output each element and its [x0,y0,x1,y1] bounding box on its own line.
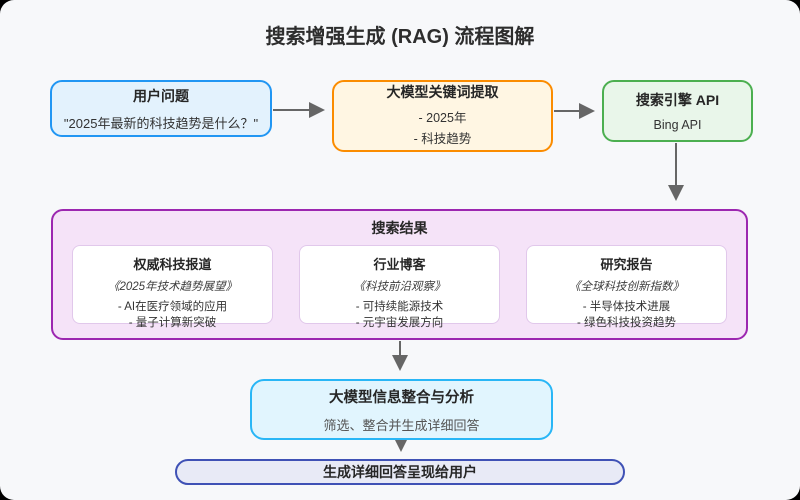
node-llm-integration-text: 筛选、整合并生成详细回答 [323,417,480,433]
node-keyword-extraction: 大模型关键词提取 - 2025年 - 科技趋势 [332,80,553,152]
result-card-item: - AI在医疗领域的应用 [117,301,228,313]
node-user-question: 用户问题 "2025年最新的科技趋势是什么？" [50,80,272,137]
node-user-question-title: 用户问题 [133,87,189,104]
search-results-title: 搜索结果 [371,220,428,236]
node-user-question-text: "2025年最新的科技趋势是什么？" [63,115,259,131]
result-card-item: - 量子计算新突破 [128,317,217,329]
search-results-cards: 权威科技报道 《2025年技术趋势展望》 - AI在医疗领域的应用 - 量子计算… [53,245,746,329]
keyword-item: - 科技趋势 [413,132,472,146]
page-title: 搜索增强生成 (RAG) 流程图解 [265,26,535,48]
result-card-item: - 半导体技术进展 [582,301,671,313]
node-search-results: 搜索结果 权威科技报道 《2025年技术趋势展望》 - AI在医疗领域的应用 -… [51,209,748,340]
node-final-answer: 生成详细回答呈现给用户 [175,459,625,485]
result-card-source: 《科技前沿观察》 [353,281,446,293]
result-card-source: 《2025年技术趋势展望》 [107,281,238,293]
keyword-item: - 2025年 [418,111,467,125]
result-card-item: - 元宇宙发展方向 [355,317,444,329]
result-card-title: 权威科技报道 [133,257,212,272]
result-card-industry-blog: 行业博客 《科技前沿观察》 - 可持续能源技术 - 元宇宙发展方向 [299,245,500,329]
node-search-engine-title: 搜索引擎 API [635,92,720,108]
node-final-answer-title: 生成详细回答呈现给用户 [323,464,477,480]
node-llm-integration-title: 大模型信息整合与分析 [329,389,474,406]
result-card-source: 《全球科技创新指数》 [569,281,684,293]
result-card-research-report: 研究报告 《全球科技创新指数》 - 半导体技术进展 - 绿色科技投资趋势 [526,245,727,329]
node-llm-integration: 大模型信息整合与分析 筛选、整合并生成详细回答 [250,379,553,440]
result-card-tech-report: 权威科技报道 《2025年技术趋势展望》 - AI在医疗领域的应用 - 量子计算… [72,245,273,329]
node-keyword-extraction-title: 大模型关键词提取 [386,84,499,100]
result-card-title: 研究报告 [600,257,653,272]
result-card-title: 行业博客 [373,257,426,272]
node-search-engine-api: 搜索引擎 API Bing API [602,80,753,142]
result-card-item: - 可持续能源技术 [355,301,444,313]
result-card-item: - 绿色科技投资趋势 [576,317,677,329]
node-search-engine-text: Bing API [653,118,702,132]
